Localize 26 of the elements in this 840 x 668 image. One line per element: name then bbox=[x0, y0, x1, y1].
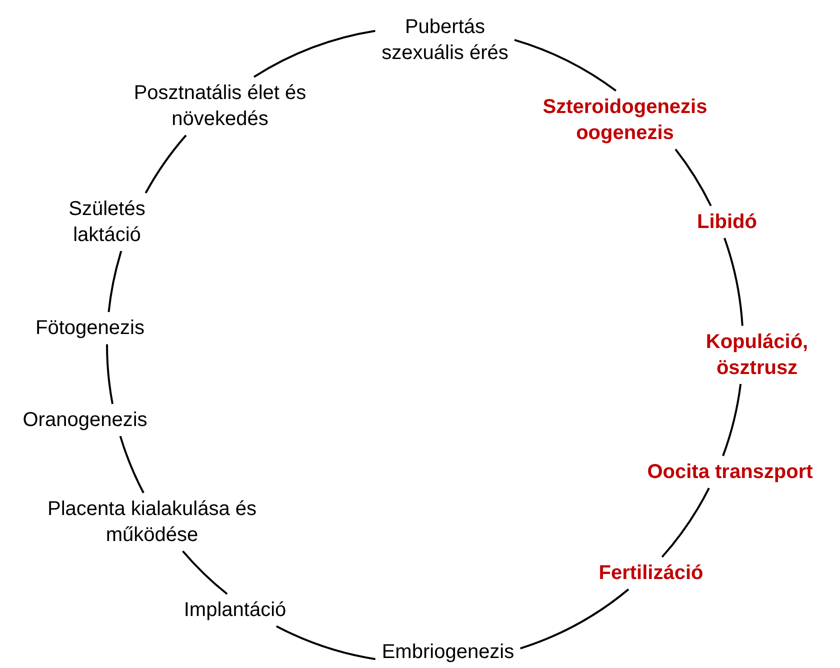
arc-connector bbox=[722, 384, 742, 456]
stage-label: Szteroidogenezis oogenezis bbox=[530, 94, 720, 146]
arc-connector bbox=[119, 436, 144, 494]
arc-connector bbox=[108, 250, 122, 312]
stage-label: Fertilizáció bbox=[576, 560, 726, 586]
stage-label: Placenta kialakulása és működése bbox=[37, 496, 267, 548]
arc-connector bbox=[144, 134, 187, 194]
arc-connector bbox=[661, 488, 710, 558]
stage-label: Fötogenezis bbox=[15, 315, 165, 341]
arc-connector bbox=[724, 238, 744, 326]
arc-connector bbox=[674, 148, 712, 206]
stage-label: Implantáció bbox=[165, 597, 305, 623]
arc-connector bbox=[106, 344, 114, 404]
stage-label: Pubertás szexuális érés bbox=[375, 14, 515, 66]
arc-connector bbox=[276, 625, 376, 660]
arc-connector bbox=[254, 30, 376, 78]
stage-label: Posztnatális élet és növekedés bbox=[128, 80, 312, 132]
arc-connector bbox=[520, 588, 630, 650]
stage-label: Libidó bbox=[677, 209, 777, 235]
stage-label: Embriogenezis bbox=[363, 639, 533, 665]
arc-connector bbox=[182, 550, 228, 595]
arc-connector bbox=[514, 38, 616, 92]
stage-label: Oranogenezis bbox=[0, 407, 170, 433]
stage-label: Születés laktáció bbox=[57, 196, 157, 248]
stage-label: Oocita transzport bbox=[630, 459, 830, 485]
stage-label: Kopuláció, ösztrusz bbox=[692, 329, 822, 381]
